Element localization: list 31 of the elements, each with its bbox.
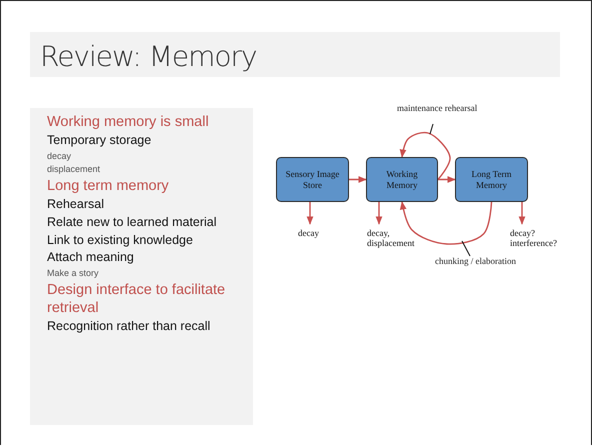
node-label: decay <box>298 228 319 238</box>
bullet-text: Relate new to learned material <box>47 215 218 231</box>
edge-label: chunking / elaboration <box>435 256 515 266</box>
bullet-text: Recognition rather than recall <box>47 319 212 335</box>
process-box <box>366 157 438 202</box>
bullet-text: Attach meaning <box>47 250 135 266</box>
arrow <box>400 132 451 180</box>
arrow <box>438 176 456 183</box>
section-heading: Working memory is small <box>47 113 210 132</box>
node-label: decay, displacement <box>367 228 416 249</box>
sub-bullet-text: displacement <box>47 164 102 176</box>
arrow <box>306 202 314 225</box>
sub-bullet-text: decay <box>47 150 72 162</box>
process-box <box>276 157 349 202</box>
bullet-text: Temporary storage <box>47 133 152 149</box>
bullet-text: Link to existing knowledge <box>47 232 194 248</box>
node-label: decay? interference? <box>510 228 558 249</box>
edge-label: maintenance rehearsal <box>397 103 477 114</box>
sub-bullet-text: Make a story <box>47 268 100 280</box>
arrow <box>400 201 492 245</box>
section-heading: Long term memory <box>47 177 170 196</box>
slide-title: Review: Memory <box>40 40 257 73</box>
arrow <box>376 202 382 225</box>
section-heading: Design interface to facilitate retrieval <box>47 281 226 318</box>
process-box <box>455 157 528 202</box>
arrow <box>518 202 526 225</box>
bullet-text: Rehearsal <box>47 197 105 213</box>
box-label: Working Memory <box>385 169 419 190</box>
box-label: Long Term Memory <box>470 169 512 190</box>
arrow <box>349 176 367 183</box>
box-label: Sensory Image Store <box>284 169 340 190</box>
